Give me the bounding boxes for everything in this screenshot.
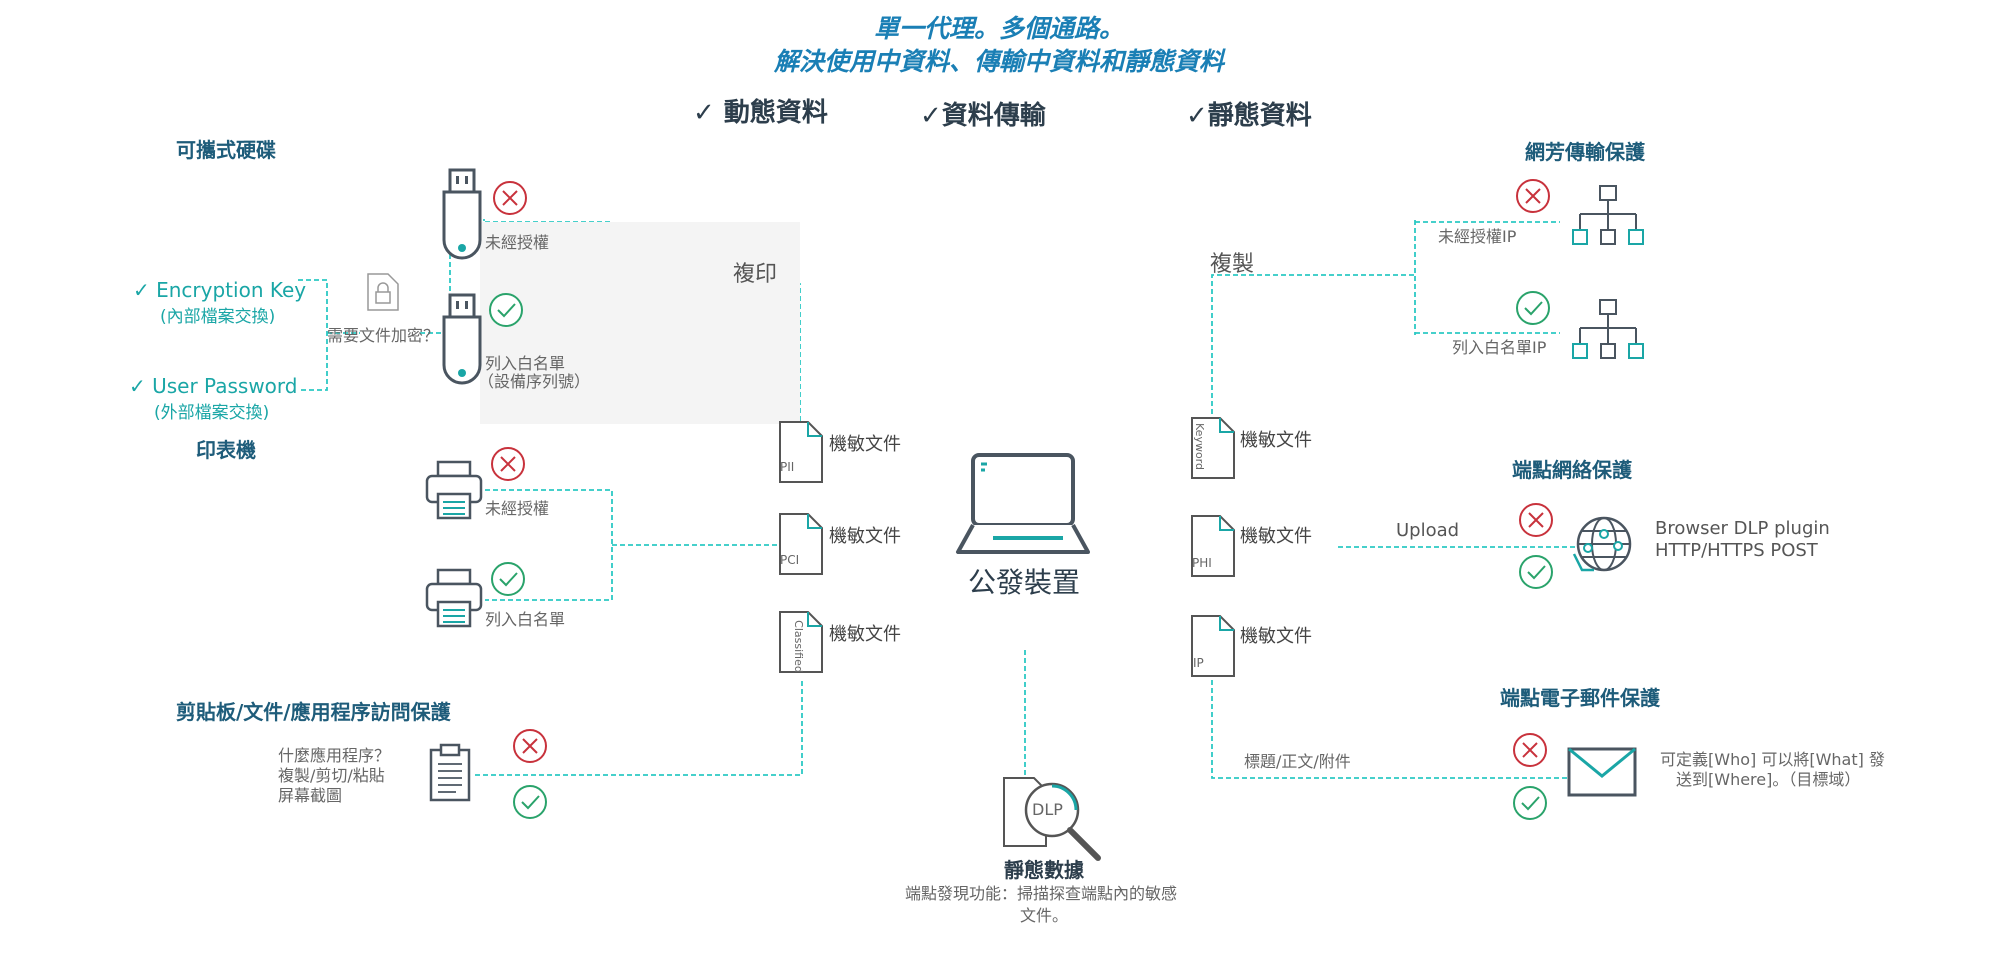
clipboard-q1: 什麼應用程序？	[278, 746, 391, 765]
user-password-label: ✓ User Password	[129, 374, 298, 398]
usb-whitelist-sub: （設備序列號）	[478, 372, 591, 391]
printer-whitelist-label: 列入白名單	[485, 610, 566, 629]
printer-title: 印表機	[196, 438, 256, 462]
document-icon	[1191, 515, 1235, 577]
document-icon	[779, 611, 823, 673]
document-icon	[1191, 615, 1235, 677]
doc-tag-keyword: Keyword	[1192, 423, 1206, 470]
network-topology-icon	[1572, 185, 1644, 245]
title-line2: 解決使用中資料、傳輸中資料和靜態資料	[773, 47, 1224, 76]
browser-plugin-label: Browser DLP plugin	[1655, 518, 1830, 539]
deny-icon	[1516, 179, 1550, 213]
upload-label: Upload	[1396, 520, 1460, 541]
title-line1: 單一代理。多個通路。	[873, 14, 1124, 43]
deny-icon	[491, 447, 525, 481]
document-icon	[779, 421, 823, 483]
globe-icon	[1572, 516, 1632, 572]
usb-whitelist-label: 列入白名單	[485, 354, 566, 373]
doc-tag-ip: IP	[1193, 656, 1204, 670]
copy-label: 複製	[1210, 252, 1255, 277]
rest-data-desc2: 文件。	[1020, 906, 1069, 925]
deny-icon	[493, 181, 527, 215]
clipboard-title: 剪貼板/文件/應用程序訪問保護	[176, 700, 451, 724]
endpoint-net-title: 端點網絡保護	[1512, 458, 1632, 482]
usb-drive-icon	[442, 168, 482, 260]
email-parts-label: 標題/正文/附件	[1244, 752, 1351, 771]
rest-data-desc1: 端點發現功能：掃描探查端點內的敏感	[905, 884, 1178, 903]
header-in-use: ✓ 動態資料	[693, 98, 828, 128]
doc-tag-phi: PHI	[1192, 556, 1212, 570]
deny-icon	[1519, 503, 1553, 537]
doc-tag-pii: PII	[780, 460, 795, 474]
device-label: 公發裝置	[968, 566, 1081, 599]
email-desc2: 送到[Where]。（目標域）	[1676, 770, 1861, 789]
need-encrypt-label: 需要文件加密？	[327, 326, 440, 345]
dlp-label: DLP	[1032, 800, 1063, 819]
header-at-rest: ✓靜態資料	[1186, 101, 1312, 131]
http-post-label: HTTP/HTTPS POST	[1655, 540, 1818, 561]
encryption-key-label: ✓ Encryption Key	[133, 278, 307, 302]
allow-icon	[491, 562, 525, 596]
unauth-ip-label: 未經授權IP	[1438, 227, 1517, 246]
header-in-transit: ✓資料傳輸	[920, 101, 1046, 131]
doc-label: 機敏文件	[1240, 526, 1312, 547]
encrypted-file-icon	[367, 273, 399, 311]
printer-unauthorized-label: 未經授權	[485, 499, 550, 518]
network-title: 網芳傳輸保護	[1525, 140, 1645, 164]
email-desc1: 可定義[Who] 可以將[What] 發	[1660, 750, 1885, 769]
allow-icon	[513, 785, 547, 819]
dlp-scan-icon	[1003, 777, 1101, 861]
allow-icon	[489, 293, 523, 327]
clipboard-icon	[429, 743, 471, 802]
doc-label: 機敏文件	[829, 526, 901, 547]
clipboard-q2: 複製/剪切/粘貼	[278, 766, 385, 785]
doc-tag-pci: PCI	[780, 553, 800, 567]
doc-label: 機敏文件	[829, 624, 901, 645]
allow-icon	[1513, 786, 1547, 820]
copy-print-label: 複印	[733, 262, 778, 287]
printer-icon	[425, 460, 483, 520]
deny-icon	[1513, 733, 1547, 767]
rest-data-title: 靜態數據	[1004, 858, 1084, 882]
email-title: 端點電子郵件保護	[1500, 686, 1660, 710]
laptop-icon	[956, 453, 1090, 554]
printer-icon	[425, 568, 483, 628]
allow-icon	[1516, 291, 1550, 325]
usb-unauthorized-label: 未經授權	[485, 233, 550, 252]
copy-print-zone	[480, 222, 800, 424]
clipboard-q3: 屏幕截圖	[278, 786, 343, 805]
document-icon	[779, 513, 823, 575]
envelope-icon	[1567, 747, 1637, 797]
encryption-key-sub: (內部檔案交換)	[160, 307, 276, 327]
doc-label: 機敏文件	[1240, 430, 1312, 451]
allow-icon	[1519, 555, 1553, 589]
deny-icon	[513, 729, 547, 763]
usb-drive-icon	[442, 293, 482, 385]
doc-label: 機敏文件	[829, 434, 901, 455]
document-icon	[1191, 417, 1235, 479]
doc-tag-classified: Classified	[791, 620, 805, 673]
whitelist-ip-label: 列入白名單IP	[1452, 338, 1547, 357]
network-topology-icon	[1572, 299, 1644, 359]
doc-label: 機敏文件	[1240, 626, 1312, 647]
user-password-sub: (外部檔案交換)	[154, 403, 270, 423]
removable-title: 可攜式硬碟	[176, 138, 276, 162]
